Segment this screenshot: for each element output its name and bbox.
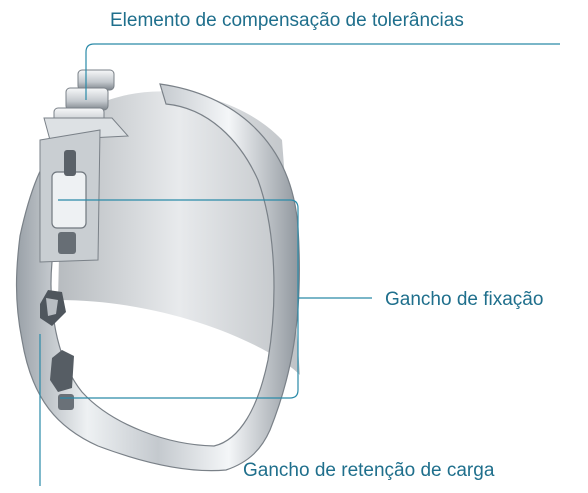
tolerance-lugs	[43, 69, 130, 141]
callout-fixing-hook: Gancho de fixação	[385, 289, 544, 310]
leader-lines	[39, 43, 560, 486]
leader-tolerance	[85, 43, 560, 100]
band-front	[15, 83, 300, 472]
callout-load-retaining-hook: Gancho de retenção de carga	[243, 460, 495, 481]
callout-tolerance-element: Elemento de compensação de tolerâncias	[110, 10, 464, 31]
lower-slot	[50, 350, 74, 392]
leader-fixing	[58, 199, 299, 399]
band-back	[58, 91, 300, 375]
